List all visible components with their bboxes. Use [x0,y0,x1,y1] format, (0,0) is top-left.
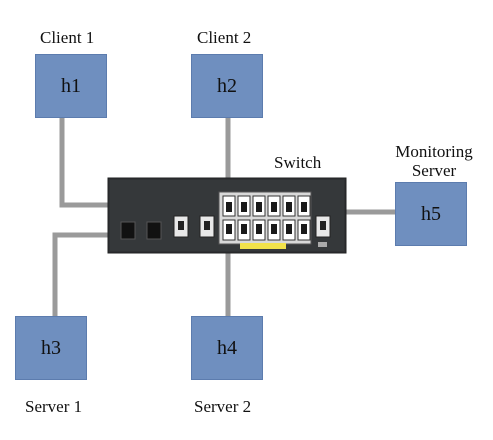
switch-device [107,177,347,254]
host-h2-label: h2 [217,74,237,97]
monitoring-server-label: Monitoring Server [384,142,484,180]
host-h2: h2 [191,54,263,118]
host-h3: h3 [15,316,87,380]
switch-label: Switch [274,153,322,172]
link-h1-switch [59,115,113,208]
client1-label: Client 1 [40,28,95,47]
server1-label: Server 1 [25,397,83,416]
client2-label: Client 2 [197,28,252,47]
monitoring-label-line1: Monitoring [395,142,473,161]
host-h5-label: h5 [421,202,441,225]
host-h4: h4 [191,316,263,380]
host-h3-label: h3 [41,336,61,359]
link-h3-switch [52,232,113,319]
host-h5: h5 [395,182,467,246]
host-h4-label: h4 [217,336,237,359]
host-h1-label: h1 [61,74,81,97]
host-h1: h1 [35,54,107,118]
server2-label: Server 2 [194,397,252,416]
monitoring-label-line2: Server [411,161,457,180]
